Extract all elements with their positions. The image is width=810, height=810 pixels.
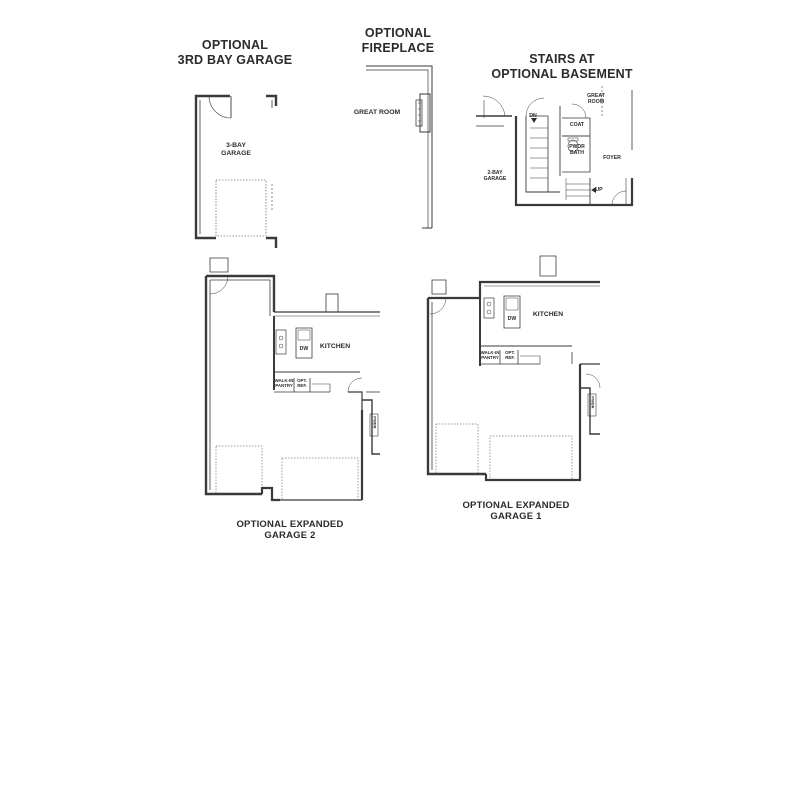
garage-door-opening xyxy=(215,179,267,237)
caption-line1: OPTIONAL EXPANDED xyxy=(236,519,344,530)
garage-door-left xyxy=(435,423,479,475)
label-line2: REF. xyxy=(297,383,307,389)
garage-wall-top-right xyxy=(266,94,278,106)
pantry-walls xyxy=(480,350,540,365)
expanded-garage-1-plan xyxy=(426,255,601,482)
third-bay-title-line2: 3RD BAY GARAGE xyxy=(177,53,293,67)
dishwasher-label: DW xyxy=(507,316,517,322)
house-wall xyxy=(514,116,634,207)
down-arrow-icon xyxy=(531,118,537,123)
basement-stairs-plan xyxy=(476,86,634,207)
toilet xyxy=(567,139,579,153)
fireplace-title: OPTIONAL FIREPLACE xyxy=(348,26,448,56)
room-label-line2: GARAGE xyxy=(221,150,251,158)
third-bay-garage-plan xyxy=(194,94,278,248)
label-line2: BATH xyxy=(569,150,585,157)
label-line2: PANTRY xyxy=(481,355,499,361)
stair-outline xyxy=(530,115,549,192)
up-arrow-icon xyxy=(591,187,596,193)
garage-door-left xyxy=(215,445,263,495)
expanded-garage-1-caption: OPTIONAL EXPANDED GARAGE 1 xyxy=(446,500,586,523)
up-label: UP xyxy=(595,187,603,193)
label-line1: PWDR xyxy=(569,144,585,150)
range-hood xyxy=(325,293,339,313)
door-swing xyxy=(429,297,447,315)
kitchen-island xyxy=(503,295,521,329)
garage-wall-outer xyxy=(194,94,230,240)
label-line1: WALK-IN xyxy=(274,378,294,383)
dn-label: DN xyxy=(529,113,537,119)
third-bay-title-line1: OPTIONAL xyxy=(201,38,269,52)
pwdr-label: PWDR xyxy=(590,396,596,409)
powder-bath xyxy=(562,135,591,173)
garage-door-right xyxy=(489,435,573,481)
basement-title: STAIRS AT OPTIONAL BASEMENT xyxy=(480,52,644,82)
expanded-garage-2-caption: OPTIONAL EXPANDED GARAGE 2 xyxy=(220,519,360,542)
opt-ref-label: OPT. REF. xyxy=(502,350,518,361)
caption-line2: GARAGE 2 xyxy=(264,530,316,542)
third-bay-title: OPTIONAL 3RD BAY GARAGE xyxy=(170,38,300,68)
kitchen-label: KITCHEN xyxy=(532,311,564,318)
pantry-walls xyxy=(274,378,330,393)
garage-wall-left xyxy=(204,276,262,496)
door-swing xyxy=(208,95,232,119)
foyer-label: FOYER xyxy=(603,155,621,161)
caption-line2: GARAGE 1 xyxy=(490,511,542,523)
sink-counter xyxy=(275,329,287,355)
fireplace-unit xyxy=(419,93,431,133)
three-bay-garage-label: 3-BAY GARAGE xyxy=(206,142,266,158)
walk-in-pantry-label: WALK-IN PANTRY xyxy=(480,350,500,361)
opt-ref-label: OPT. REF. xyxy=(294,378,310,389)
powder-bath-label: PWDR BATH xyxy=(562,144,592,156)
label-line1: GREAT xyxy=(587,93,605,99)
fireplace-title-line1: OPTIONAL xyxy=(364,26,432,40)
two-bay-garage-label: 2-BAY GARAGE xyxy=(478,170,512,182)
label-line1: 2-BAY xyxy=(487,170,503,176)
basement-title-line2: OPTIONAL BASEMENT xyxy=(491,67,633,81)
basement-title-line1: STAIRS AT xyxy=(529,52,595,66)
garage-wall-bottom-right xyxy=(266,236,278,248)
pwdr-label: PWDR xyxy=(372,416,378,429)
walk-in-pantry-label: WALK-IN PANTRY xyxy=(274,378,294,389)
garage-wall-left xyxy=(426,298,486,476)
chimney-box xyxy=(431,279,447,295)
door-swing xyxy=(209,275,229,295)
room-label-line1: 3-BAY xyxy=(226,142,246,149)
dishwasher-label: DW xyxy=(299,346,309,352)
door-swing xyxy=(482,95,506,117)
powder-room xyxy=(369,413,379,437)
label-line1: WALK-IN xyxy=(480,350,500,355)
kitchen-label: KITCHEN xyxy=(319,343,351,350)
expanded-garage-2-plan xyxy=(204,257,380,502)
label-line1: OPT. xyxy=(505,350,515,355)
label-line2: GARAGE xyxy=(483,176,507,183)
caption-line1: OPTIONAL EXPANDED xyxy=(462,500,570,511)
fireplace-plan xyxy=(366,65,433,229)
fireplace-hearth xyxy=(415,99,423,127)
label-line2: ROOM xyxy=(587,99,605,106)
great-room-label: GREAT ROOM xyxy=(578,93,614,105)
sink-counter xyxy=(483,297,495,319)
fireplace-title-line2: FIREPLACE xyxy=(361,41,435,55)
label-line1: OPT. xyxy=(297,378,307,383)
great-room-label: GREAT ROOM xyxy=(353,109,401,116)
chimney-box xyxy=(209,257,229,273)
stair-treads xyxy=(530,127,548,179)
coat-label: COAT xyxy=(569,122,585,128)
label-line2: REF. xyxy=(505,355,515,361)
label-line2: PANTRY xyxy=(275,383,293,389)
garage-door-right xyxy=(281,457,359,501)
kitchen-island xyxy=(295,327,313,359)
powder-room xyxy=(587,393,597,417)
